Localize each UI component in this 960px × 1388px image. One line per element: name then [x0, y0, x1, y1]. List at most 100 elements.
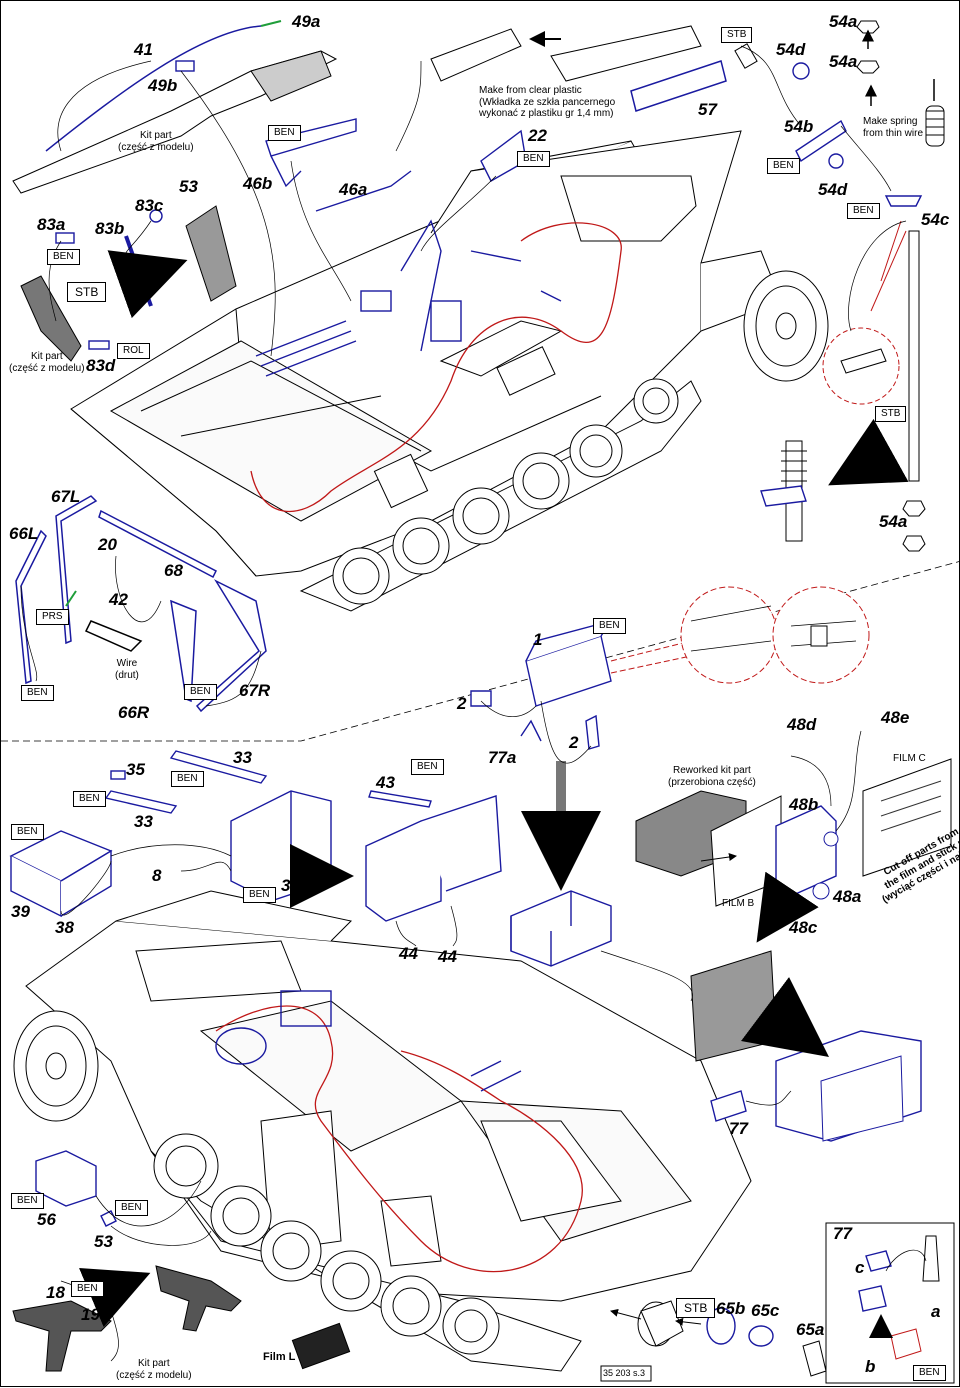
label-19: 19: [81, 1305, 100, 1324]
label-33-top: 33: [233, 748, 252, 767]
label-54c: 54c: [921, 210, 950, 229]
label-65b: 65b: [716, 1299, 746, 1318]
part-39-38-shapes: [9, 830, 113, 918]
wire-red-top: [250, 222, 622, 513]
tag-ben-1: BEN: [593, 618, 626, 634]
label-2-left: 2: [457, 694, 467, 713]
label-48a: 48a: [833, 887, 862, 906]
label-48c: 48c: [789, 918, 818, 937]
note-kit-part-rifle: Kit part(część z modelu): [118, 130, 194, 153]
tag-ben-54b: BEN: [767, 158, 800, 174]
tag-ben-66L: BEN: [21, 685, 54, 701]
label-66R: 66R: [118, 703, 150, 722]
note-kit-part-mp40: Kit part(część z modelu): [116, 1358, 192, 1381]
tag-ben-33: BEN: [171, 771, 204, 787]
label-49b: 49b: [148, 76, 178, 95]
leader-lines: [20, 45, 927, 1362]
section-divider: [1, 560, 960, 742]
tag-stb-65b: STB: [676, 1298, 716, 1318]
label-48d: 48d: [787, 715, 817, 734]
label-44-right: 44: [438, 947, 457, 966]
part-54-shapes: [734, 20, 945, 552]
label-20: 20: [98, 535, 117, 554]
tag-ben-53: BEN: [115, 1200, 148, 1216]
label-54b: 54b: [784, 117, 814, 136]
front-wheel-top: [743, 270, 829, 382]
mp40-assembled: [155, 1265, 242, 1332]
label-54a-top: 54a: [829, 12, 858, 31]
label-48e: 48e: [881, 708, 910, 727]
label-18: 18: [46, 1283, 65, 1302]
detail-circle-1: [680, 586, 778, 684]
clear-plastic-shapes: [430, 25, 727, 112]
label-54d-top: 54d: [776, 40, 806, 59]
wire-red-bottom: [215, 1005, 583, 1273]
tag-ben-39: BEN: [11, 824, 44, 840]
note-kit-part-83: Kit part(część z modelu): [9, 351, 85, 374]
halftrack-bottom: [25, 890, 752, 1302]
part-33-35-shapes: [104, 750, 268, 814]
label-77a: 77a: [488, 748, 517, 767]
label-2-right: 2: [569, 733, 579, 752]
label-67R: 67R: [239, 681, 271, 700]
label-46b: 46b: [243, 174, 273, 193]
tag-ben-56: BEN: [11, 1193, 44, 1209]
label-83c: 83c: [135, 196, 164, 215]
label-46a: 46a: [339, 180, 368, 199]
front-wheel-bottom: [13, 1010, 99, 1122]
label-77: 77: [729, 1119, 748, 1138]
tag-stb-top: STB: [721, 27, 753, 43]
label-film-l: Film L: [263, 1351, 296, 1363]
road-wheels-bottom: [153, 1133, 500, 1355]
label-56: 56: [37, 1210, 56, 1229]
label-film-b: FILM B: [722, 898, 755, 909]
label-65c: 65c: [751, 1301, 780, 1320]
part-1-shapes: [470, 619, 613, 750]
tag-ben-46: BEN: [268, 125, 301, 141]
inset-label-c: c: [855, 1258, 865, 1277]
label-35: 35: [126, 760, 145, 779]
inset-label-77: 77: [833, 1224, 852, 1243]
inset-label-b: b: [865, 1357, 876, 1376]
note-wire: Wire(drut): [115, 658, 139, 681]
road-wheels-top: [332, 378, 679, 605]
label-42: 42: [109, 590, 128, 609]
note-clear-plastic: Make from clear plastic(Wkładka ze szkła…: [479, 85, 616, 119]
label-8: 8: [152, 866, 162, 885]
tag-ben-43: BEN: [411, 759, 444, 775]
label-36: 36: [281, 876, 300, 895]
part-77-shape: [710, 1090, 747, 1122]
page-id: 35 203 s.3: [603, 1368, 646, 1378]
tag-ben-36: BEN: [243, 887, 276, 903]
label-1: 1: [533, 630, 543, 649]
label-83a: 83a: [37, 215, 66, 234]
label-54a-second: 54a: [829, 52, 858, 71]
label-44-left: 44: [399, 944, 418, 963]
tag-ben-35: BEN: [73, 791, 106, 807]
tag-ben-inset: BEN: [913, 1365, 946, 1381]
label-38: 38: [55, 918, 74, 937]
label-39: 39: [11, 902, 30, 921]
inset-77: [825, 1222, 955, 1384]
inset-label-a: a: [931, 1302, 941, 1321]
label-43: 43: [376, 773, 395, 792]
label-83b: 83b: [95, 219, 125, 238]
part-49b-shape: [175, 60, 195, 72]
tag-ben-22: BEN: [517, 151, 550, 167]
tag-ben-67R: BEN: [184, 684, 217, 700]
label-53-bottom: 53: [94, 1232, 113, 1251]
label-49a: 49a: [292, 12, 321, 31]
tag-stb-83: STB: [67, 282, 107, 302]
etch-top: [255, 219, 562, 377]
tag-ben-83a: BEN: [47, 249, 80, 265]
part-66-67-shapes: [15, 495, 267, 713]
label-68: 68: [164, 561, 183, 580]
tag-ben-18: BEN: [71, 1281, 104, 1297]
film-l-shape: [291, 1322, 351, 1370]
label-22: 22: [528, 126, 547, 145]
label-65a: 65a: [796, 1320, 825, 1339]
tag-prs: PRS: [36, 609, 69, 625]
label-33-mid: 33: [134, 812, 153, 831]
